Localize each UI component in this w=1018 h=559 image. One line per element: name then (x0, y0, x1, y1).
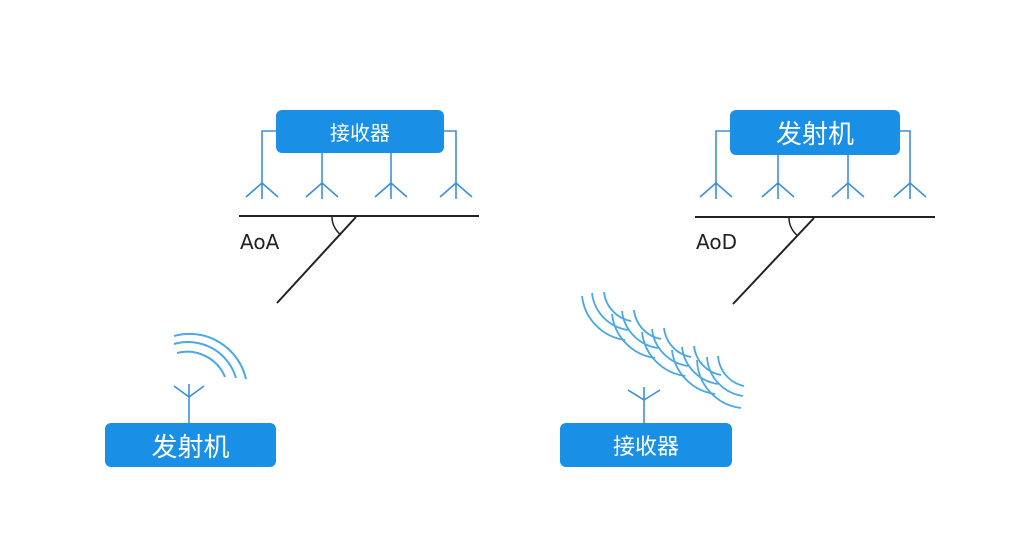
antenna-icon (245, 182, 279, 199)
left-antenna-array (245, 182, 473, 199)
right-transmitter-label: 发射机 (775, 120, 854, 150)
antenna-icon (699, 182, 733, 199)
right-receiver-label: 接收器 (612, 435, 679, 460)
antenna-icon (761, 182, 795, 199)
right-antenna-array (699, 182, 927, 199)
antenna-icon (439, 182, 473, 199)
left-antenna-feed-lines (261, 130, 457, 183)
aoa-label: AoA (240, 230, 280, 254)
right-antenna-feed-lines (715, 130, 911, 183)
antenna-icon (831, 182, 865, 199)
right-receiver-box: 接收器 (560, 423, 732, 467)
right-departure-ray (732, 217, 815, 305)
radio-wave-icon (581, 291, 745, 409)
left-angle-arc (331, 215, 342, 236)
right-transmitter-box: 发射机 (730, 110, 900, 155)
left-geometry (239, 215, 479, 304)
right-receiver-antenna (627, 387, 661, 423)
left-transmitter-box: 发射机 (105, 423, 276, 467)
antenna-icon (305, 182, 339, 199)
antenna-icon (374, 182, 408, 199)
left-arrival-ray (276, 216, 357, 304)
aod-label: AoD (696, 230, 737, 254)
antenna-icon (893, 182, 927, 199)
right-angle-arc (788, 216, 799, 237)
left-transmitter-antenna (173, 384, 205, 423)
left-receiver-box: 接收器 (276, 110, 444, 153)
radio-wave-icon (173, 332, 247, 380)
left-transmitter-label: 发射机 (151, 432, 230, 463)
right-geometry (695, 216, 935, 305)
left-receiver-label: 接收器 (330, 121, 390, 145)
